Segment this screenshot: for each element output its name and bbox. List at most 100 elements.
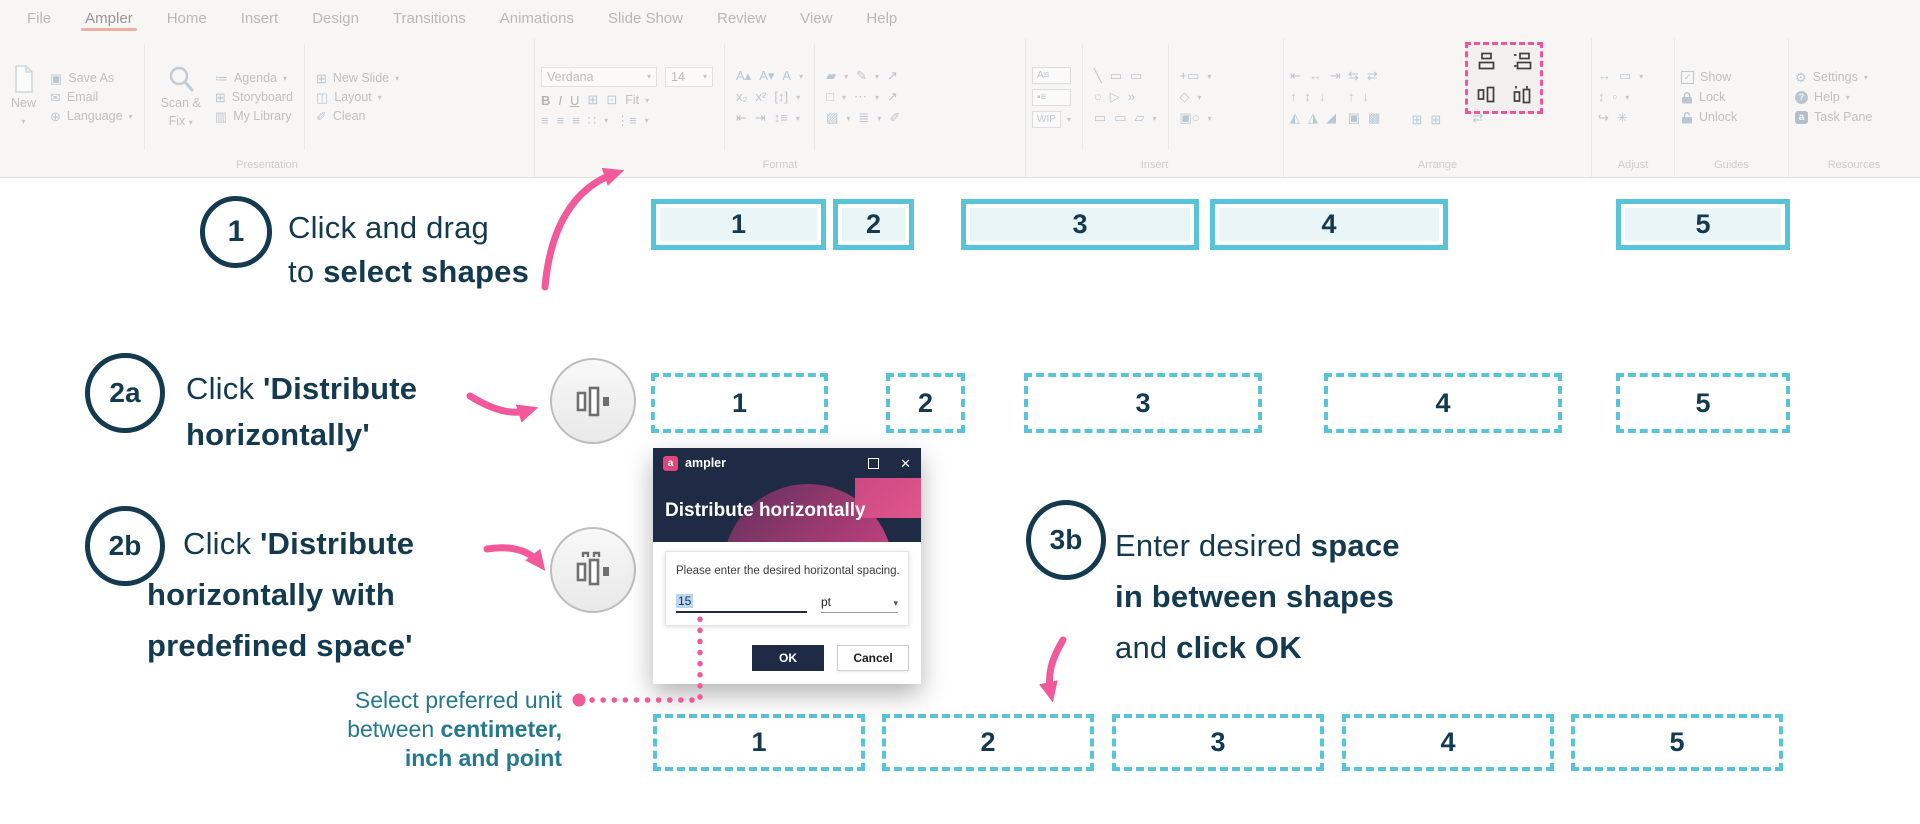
distribute-horizontally-circle-button[interactable] xyxy=(550,358,636,444)
font-name-select[interactable]: Verdana▾ xyxy=(541,66,657,87)
align-top-icon[interactable]: ↑ xyxy=(1290,89,1297,104)
text-box-button[interactable]: A≡ xyxy=(1032,66,1071,84)
close-icon[interactable]: ✕ xyxy=(900,455,911,471)
distribute-horizontally-icon[interactable] xyxy=(1477,85,1496,104)
snap-icon[interactable]: ▫ xyxy=(1612,89,1618,104)
shape-fill-icon[interactable]: □ xyxy=(826,89,834,104)
caret-icon[interactable]: ▾ xyxy=(1207,71,1212,81)
align-center-icon[interactable]: ≡ xyxy=(556,112,565,128)
tab-ampler[interactable]: Ampler xyxy=(68,1,150,38)
rectangle-icon[interactable]: ▭ xyxy=(1109,68,1123,83)
shrink-font-icon[interactable]: A▾ xyxy=(759,68,775,83)
move-down-icon[interactable]: ↓ xyxy=(1362,89,1369,104)
clean-button[interactable]: ✐Clean xyxy=(315,108,366,124)
outline-pen-icon[interactable]: ✎ xyxy=(856,68,868,83)
superscript-button[interactable]: x² xyxy=(755,89,767,104)
layout-button[interactable]: ◫Layout▾ xyxy=(315,89,382,105)
show-guides-checkbox[interactable]: ✓Show xyxy=(1681,70,1737,84)
unit-select[interactable]: pt▾ xyxy=(820,595,898,613)
caret-icon[interactable]: ▾ xyxy=(1639,71,1644,81)
caret-icon[interactable]: ▾ xyxy=(846,113,851,123)
move-up-icon[interactable]: ↑ xyxy=(1347,89,1355,104)
scan-fix-button[interactable]: Scan & Fix ▾ xyxy=(156,65,206,130)
caret-icon[interactable]: ▾ xyxy=(1207,113,1212,123)
dialog-titlebar[interactable]: a ampler ✕ xyxy=(653,448,921,478)
freeform-icon[interactable]: ▱ xyxy=(1134,110,1145,125)
tab-review[interactable]: Review xyxy=(716,10,767,27)
line-icon[interactable]: ╲ xyxy=(1093,68,1102,83)
flip-horizontal-icon[interactable]: ◮ xyxy=(1308,110,1318,125)
align-center-h-icon[interactable]: ↔ xyxy=(1308,68,1322,83)
align-right-icon[interactable]: ≡ xyxy=(572,112,580,128)
bring-forward-icon[interactable]: ▣ xyxy=(1347,110,1361,125)
eyedropper-icon[interactable]: ↗ xyxy=(887,68,898,83)
unlock-guides-button[interactable]: Unlock xyxy=(1681,110,1737,124)
distribute-vertically-icon[interactable] xyxy=(1477,52,1496,71)
tab-file[interactable]: File xyxy=(27,10,52,27)
chevron-icon[interactable]: » xyxy=(1127,89,1135,104)
bold-button[interactable]: B xyxy=(541,92,551,108)
caret-icon[interactable]: ▾ xyxy=(644,116,649,125)
align-middle-icon[interactable]: ↕ xyxy=(1304,89,1312,104)
caret-icon[interactable]: ▾ xyxy=(841,92,846,102)
add-comment-icon[interactable]: +▭ xyxy=(1179,68,1200,83)
stretch-height-icon[interactable]: ↕ xyxy=(1598,89,1605,104)
caret-icon[interactable]: ▾ xyxy=(799,71,804,81)
restore-window-icon[interactable] xyxy=(868,457,880,469)
caret-icon[interactable]: ▾ xyxy=(1152,113,1157,123)
language-button[interactable]: ⊕Language▾ xyxy=(50,108,133,124)
eyedropper2-icon[interactable]: ↗ xyxy=(886,89,898,104)
tab-transitions[interactable]: Transitions xyxy=(392,10,466,27)
tab-help[interactable]: Help xyxy=(866,10,898,27)
fit-text-icon[interactable]: ⊡ xyxy=(606,92,618,107)
swap-shapes-icon[interactable]: ⇄ xyxy=(1472,110,1484,125)
align-right-edge-icon[interactable]: ⇥ xyxy=(1329,68,1341,83)
new-slide-button[interactable]: ⊞New Slide▾ xyxy=(315,70,400,86)
tab-slide-show[interactable]: Slide Show xyxy=(607,10,683,27)
line-spacing-icon[interactable]: ↕≡ xyxy=(773,110,788,125)
callout-line-icon[interactable]: ▭ xyxy=(1114,110,1127,125)
save-as-button[interactable]: ▣Save As xyxy=(50,70,115,86)
gradient-icon[interactable]: ▨ xyxy=(826,110,839,125)
tab-home[interactable]: Home xyxy=(166,10,207,27)
lock-guides-button[interactable]: Lock xyxy=(1681,90,1737,104)
caret-icon[interactable]: ▾ xyxy=(875,71,880,81)
wip-button[interactable]: WIP▾ xyxy=(1032,110,1071,128)
settings-button[interactable]: ⚙Settings▾ xyxy=(1795,69,1868,85)
align-left-edge-icon[interactable]: ⇤ xyxy=(1290,68,1301,83)
agenda-button[interactable]: ≔Agenda▾ xyxy=(214,70,287,86)
new-button[interactable]: New ▾ xyxy=(6,65,41,129)
dash-style-icon[interactable]: ⋯ xyxy=(853,89,867,104)
distribute-table-cols-icon[interactable]: ⊞ xyxy=(1411,112,1423,127)
caret-icon[interactable]: ▾ xyxy=(844,71,849,81)
numbering-icon[interactable]: ⋮≡ xyxy=(616,112,637,128)
send-backward-icon[interactable]: ▩ xyxy=(1368,110,1381,125)
email-button[interactable]: ✉Email xyxy=(50,89,99,105)
distribute-vertically-space-icon[interactable] xyxy=(1513,52,1532,71)
stretch-width-icon[interactable]: ↔ xyxy=(1598,68,1611,83)
my-library-button[interactable]: ▥My Library xyxy=(214,108,292,124)
tab-animations[interactable]: Animations xyxy=(499,10,574,27)
increase-indent-icon[interactable]: ⇥ xyxy=(754,110,766,125)
flip-vertical-icon[interactable]: ◢ xyxy=(1326,110,1336,125)
tab-view[interactable]: View xyxy=(800,10,833,27)
cancel-button[interactable]: Cancel xyxy=(837,645,909,671)
table-borders-icon[interactable]: ⊞ xyxy=(587,92,599,107)
align-bottom-icon[interactable]: ↓ xyxy=(1319,89,1326,104)
italic-button[interactable]: I xyxy=(558,92,563,108)
magic-fix-icon[interactable]: ✳ xyxy=(1616,110,1628,125)
shape-behind-icon[interactable]: ▣○ xyxy=(1179,110,1200,125)
help-button[interactable]: ?Help▾ xyxy=(1795,90,1872,104)
fit-button[interactable]: Fit▾ xyxy=(625,93,650,107)
caret-icon[interactable]: ▾ xyxy=(877,113,882,123)
align-left-icon[interactable]: ≡ xyxy=(541,112,549,128)
caret-icon[interactable]: ▾ xyxy=(796,92,801,102)
caret-icon[interactable]: ▾ xyxy=(874,92,879,102)
rounded-rectangle-icon[interactable]: ▭ xyxy=(1130,68,1143,83)
caret-icon[interactable]: ▾ xyxy=(1197,92,1202,102)
rotate-icon[interactable]: ◭ xyxy=(1290,110,1300,125)
caret-icon[interactable]: ▾ xyxy=(604,116,609,125)
distribute-horizontally-space-circle-button[interactable] xyxy=(550,527,636,613)
line-weight-icon[interactable]: ≣ xyxy=(858,110,870,125)
